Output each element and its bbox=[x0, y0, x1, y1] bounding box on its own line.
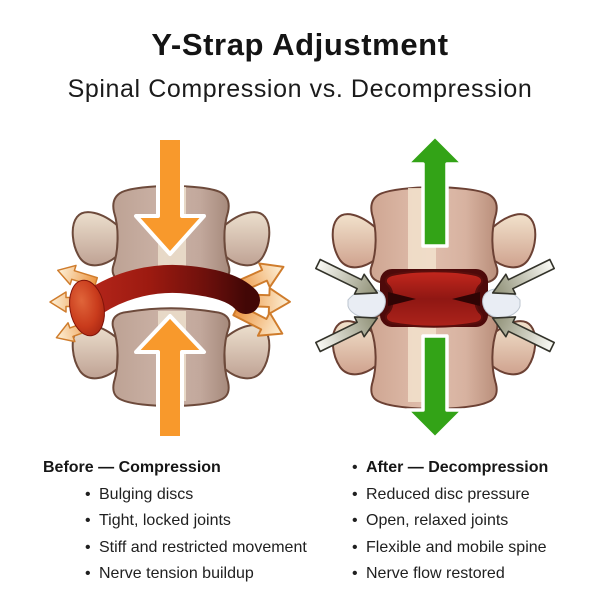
transverse-process bbox=[71, 211, 119, 267]
compression-arrows bbox=[134, 136, 206, 440]
list-heading-item: • After — Decompression bbox=[352, 455, 587, 482]
compression-spine-illustration bbox=[49, 136, 292, 440]
disc-bulge bbox=[69, 279, 105, 337]
bullet-icon: • bbox=[352, 512, 358, 529]
decompression-spine-illustration bbox=[312, 134, 558, 440]
decompression-arrows bbox=[405, 134, 465, 440]
list-item-label: Tight, locked joints bbox=[99, 512, 231, 529]
page-subtitle: Spinal Compression vs. Decompression bbox=[67, 75, 533, 103]
list-item: • Bulging discs bbox=[43, 482, 318, 509]
before-compression-list: Before — Compression • Bulging discs • T… bbox=[43, 455, 318, 588]
disc-notch bbox=[452, 292, 480, 306]
transverse-process bbox=[223, 324, 271, 380]
bullet-icon: • bbox=[352, 485, 358, 503]
transverse-process bbox=[490, 213, 537, 269]
decompression-up-arrow-icon bbox=[405, 134, 465, 248]
bullet-icon: • bbox=[352, 538, 358, 556]
bullet-icon: • bbox=[85, 485, 91, 503]
list-item-label: Nerve tension buildup bbox=[99, 565, 254, 582]
compression-down-arrow-icon bbox=[134, 136, 206, 256]
list-item-label: Stiff and restricted movement bbox=[99, 538, 307, 556]
after-decompression-list: • After — Decompression • Reduced disc p… bbox=[352, 455, 587, 588]
bullet-icon: • bbox=[85, 565, 91, 582]
list-item: • Flexible and mobile spine bbox=[352, 535, 587, 562]
disc-notch bbox=[388, 292, 416, 306]
bullet-icon: • bbox=[85, 538, 91, 556]
before-heading: Before — Compression bbox=[43, 459, 221, 476]
list-item: • Stiff and restricted movement bbox=[43, 535, 318, 562]
transverse-process bbox=[331, 213, 378, 269]
decompressed-disc bbox=[384, 270, 484, 328]
list-item: • Nerve flow restored bbox=[352, 561, 587, 588]
after-heading: After — Decompression bbox=[366, 459, 549, 476]
list-item: • Tight, locked joints bbox=[43, 508, 318, 535]
compression-up-arrow-icon bbox=[134, 314, 206, 440]
page-title: Y-Strap Adjustment bbox=[151, 27, 449, 62]
list-item-label: Reduced disc pressure bbox=[366, 485, 530, 503]
transverse-process bbox=[223, 211, 271, 267]
list-item: • Reduced disc pressure bbox=[352, 482, 587, 509]
bullet-icon: • bbox=[352, 459, 358, 476]
decompression-down-arrow-icon bbox=[405, 334, 465, 440]
list-item: • Open, relaxed joints bbox=[352, 508, 587, 535]
list-item-label: Open, relaxed joints bbox=[366, 512, 509, 529]
facet-wings bbox=[347, 288, 521, 319]
list-item-label: Bulging discs bbox=[99, 485, 194, 503]
list-item-label: Nerve flow restored bbox=[366, 565, 505, 582]
bulging-disc bbox=[69, 264, 260, 337]
list-item-label: Flexible and mobile spine bbox=[366, 538, 547, 556]
list-item: • Nerve tension buildup bbox=[43, 561, 318, 588]
bullet-icon: • bbox=[352, 565, 358, 582]
bullet-icon: • bbox=[85, 512, 91, 529]
